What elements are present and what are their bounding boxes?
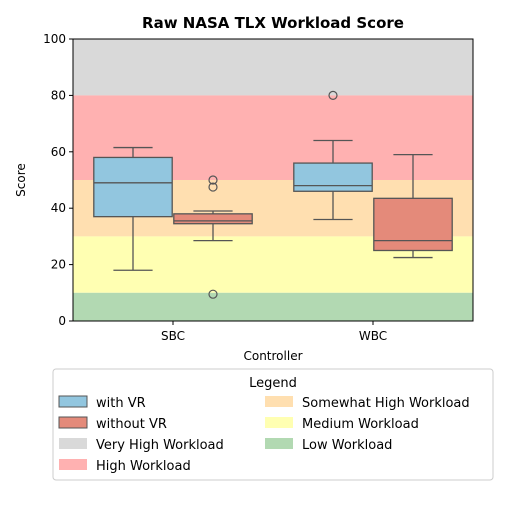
box-iqr [173, 213, 253, 225]
legend-label: Somewhat High Workload [302, 396, 470, 411]
legend-swatch [59, 438, 87, 449]
x-tick-label: WBC [359, 329, 387, 343]
legend-label: Medium Workload [302, 417, 419, 432]
band-very-high-workload [73, 39, 473, 96]
legend-label: without VR [96, 417, 167, 432]
y-tick-label: 0 [58, 314, 66, 328]
legend-title: Legend [249, 376, 297, 391]
box-with-vr-sbc [93, 146, 173, 271]
x-axis-label: Controller [243, 349, 302, 363]
y-tick-label: 80 [51, 88, 66, 102]
x-tick-label: SBC [161, 329, 185, 343]
box-without-vr-sbc [173, 175, 253, 299]
legend-swatch [58, 416, 88, 429]
box-iqr [93, 156, 173, 218]
legend-label: with VR [96, 396, 146, 411]
box-iqr [293, 162, 373, 192]
outlier-point [208, 182, 218, 192]
legend-swatch [59, 459, 87, 470]
x-axis: SBC WBC [161, 321, 387, 343]
legend-swatch [265, 417, 293, 428]
legend-swatch [265, 396, 293, 407]
plot-area [93, 90, 453, 299]
chart-title: Raw NASA TLX Workload Score [142, 14, 404, 32]
legend-swatch [58, 395, 88, 408]
outlier-point [208, 289, 218, 299]
legend-label: High Workload [96, 459, 191, 474]
y-tick-label: 20 [51, 258, 66, 272]
band-low-workload [73, 292, 473, 321]
legend-label: Low Workload [302, 438, 392, 453]
y-tick-label: 60 [51, 145, 66, 159]
plot-frame [72, 38, 474, 322]
legend-label: Very High Workload [96, 438, 224, 453]
legend-swatch [265, 438, 293, 449]
box-iqr [373, 197, 453, 252]
y-tick-label: 100 [43, 32, 66, 46]
y-axis-label: Score [14, 163, 28, 197]
outlier-point [328, 90, 338, 101]
y-tick-label: 40 [51, 201, 66, 215]
box-with-vr-wbc [293, 90, 373, 221]
box-without-vr-wbc [373, 153, 453, 259]
outlier-point [208, 175, 218, 185]
legend: Legend with VR Somewhat High Workload witho… [52, 368, 494, 481]
y-axis: 0 20 40 60 80 100 [43, 32, 73, 328]
